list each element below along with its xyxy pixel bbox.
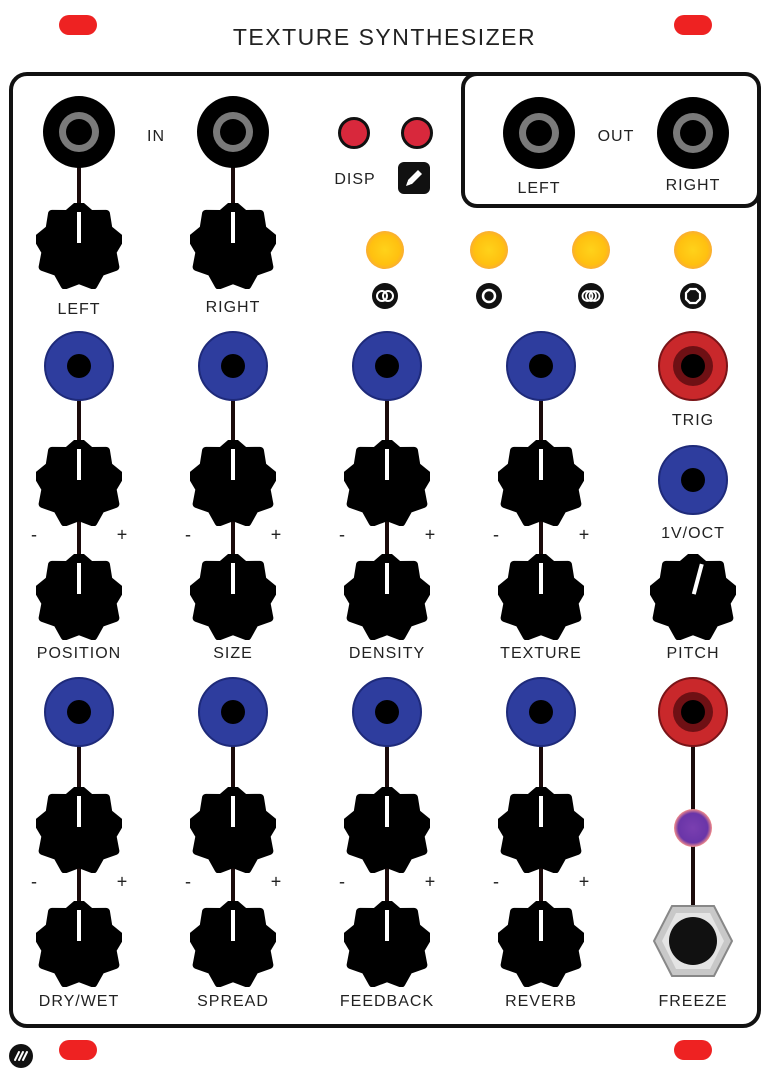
out-label: OUT xyxy=(597,128,635,145)
mounting-hole-top-right xyxy=(674,15,712,35)
drywet-knob[interactable] xyxy=(36,901,122,987)
texture-label: TEXTURE xyxy=(500,645,582,662)
freeze-label: FREEZE xyxy=(658,993,728,1010)
size-label: SIZE xyxy=(213,645,253,662)
input-jack-left[interactable] xyxy=(41,94,117,170)
mounting-hole-top-left xyxy=(59,15,97,35)
position-label: POSITION xyxy=(36,645,122,662)
brand-logo xyxy=(9,1044,33,1068)
spread-attenuverter-knob[interactable] xyxy=(190,787,276,873)
octagon-icon xyxy=(680,283,706,309)
freeze-led xyxy=(674,809,712,847)
drywet-cv-jack[interactable] xyxy=(43,676,115,748)
density-cv-jack[interactable] xyxy=(351,330,423,402)
in-left-label: LEFT xyxy=(57,301,101,318)
spread-knob[interactable] xyxy=(190,901,276,987)
feedback-label: FEEDBACK xyxy=(339,993,435,1010)
minus-sign: - xyxy=(185,871,191,892)
mounting-hole-bottom-right xyxy=(674,1040,712,1060)
module-title: TEXTURE SYNTHESIZER xyxy=(232,24,537,50)
display-button-2[interactable] xyxy=(401,117,433,149)
size-attenuverter-knob[interactable] xyxy=(190,440,276,526)
drywet-attenuverter-knob[interactable] xyxy=(36,787,122,873)
reverb-attenuverter-knob[interactable] xyxy=(498,787,584,873)
minus-sign: - xyxy=(31,871,37,892)
input-jack-right[interactable] xyxy=(195,94,271,170)
size-knob[interactable] xyxy=(190,554,276,640)
output-jack-left[interactable] xyxy=(501,95,577,171)
pencil-icon xyxy=(406,170,422,186)
pitch-label: PITCH xyxy=(666,645,720,662)
plus-sign: + xyxy=(270,524,282,545)
mounting-hole-bottom-left xyxy=(59,1040,97,1060)
out-left-label: LEFT xyxy=(517,180,561,197)
input-right-gain-knob[interactable] xyxy=(190,203,276,289)
density-attenuverter-knob[interactable] xyxy=(344,440,430,526)
position-knob[interactable] xyxy=(36,554,122,640)
position-attenuverter-knob[interactable] xyxy=(36,440,122,526)
in-right-label: RIGHT xyxy=(205,299,261,316)
out-right-label: RIGHT xyxy=(665,177,721,194)
minus-sign: - xyxy=(31,524,37,545)
reverb-cv-jack[interactable] xyxy=(505,676,577,748)
plus-sign: + xyxy=(578,871,590,892)
plus-sign: + xyxy=(424,871,436,892)
triple-ring-icon xyxy=(578,283,604,309)
mode-led-2 xyxy=(470,231,508,269)
plus-sign: + xyxy=(424,524,436,545)
display-button-1[interactable] xyxy=(338,117,370,149)
voct-label: 1V/OCT xyxy=(661,525,725,542)
freeze-button[interactable] xyxy=(652,904,734,978)
trig-jack[interactable] xyxy=(657,330,729,402)
voct-cv-jack[interactable] xyxy=(657,444,729,516)
position-cv-jack[interactable] xyxy=(43,330,115,402)
texture-attenuverter-knob[interactable] xyxy=(498,440,584,526)
minus-sign: - xyxy=(339,871,345,892)
texture-knob[interactable] xyxy=(498,554,584,640)
dual-ring-icon xyxy=(372,283,398,309)
mode-led-1 xyxy=(366,231,404,269)
edit-button[interactable] xyxy=(398,162,430,194)
density-label: DENSITY xyxy=(348,645,426,662)
plus-sign: + xyxy=(270,871,282,892)
drywet-label: DRY/WET xyxy=(38,993,120,1010)
panel-frame xyxy=(9,72,761,1028)
plus-sign: + xyxy=(578,524,590,545)
mode-led-4 xyxy=(674,231,712,269)
ring-icon xyxy=(476,283,502,309)
mode-led-3 xyxy=(572,231,610,269)
feedback-cv-jack[interactable] xyxy=(351,676,423,748)
minus-sign: - xyxy=(339,524,345,545)
density-knob[interactable] xyxy=(344,554,430,640)
output-jack-right[interactable] xyxy=(655,95,731,171)
disp-label: DISP xyxy=(334,171,376,188)
in-label: IN xyxy=(147,128,165,145)
minus-sign: - xyxy=(185,524,191,545)
pitch-knob[interactable] xyxy=(650,554,736,640)
feedback-attenuverter-knob[interactable] xyxy=(344,787,430,873)
reverb-label: REVERB xyxy=(505,993,577,1010)
input-left-gain-knob[interactable] xyxy=(36,203,122,289)
reverb-knob[interactable] xyxy=(498,901,584,987)
feedback-knob[interactable] xyxy=(344,901,430,987)
minus-sign: - xyxy=(493,524,499,545)
freeze-gate-jack[interactable] xyxy=(657,676,729,748)
texture-cv-jack[interactable] xyxy=(505,330,577,402)
plus-sign: + xyxy=(116,871,128,892)
spread-cv-jack[interactable] xyxy=(197,676,269,748)
trig-label: TRIG xyxy=(671,412,715,429)
size-cv-jack[interactable] xyxy=(197,330,269,402)
spread-label: SPREAD xyxy=(197,993,269,1010)
minus-sign: - xyxy=(493,871,499,892)
plus-sign: + xyxy=(116,524,128,545)
